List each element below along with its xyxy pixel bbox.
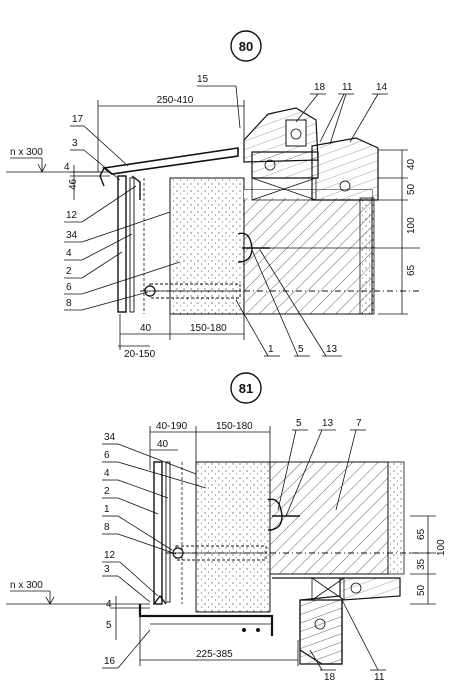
callout-16-81: 16 [104,656,116,667]
callout-3-81: 3 [104,564,110,575]
callouts-80: 15 18 11 14 17 3 12 34 4 2 6 8 1 [64,74,388,357]
rivet-1 [242,628,246,632]
insulation-block [169,177,245,315]
callout-8: 8 [66,298,72,309]
detail-81-number: 81 [239,381,253,396]
plaster-layer-81 [387,461,405,575]
dim-50-80: 50 [406,183,417,195]
level-arrow-81 [45,591,55,605]
callout-4-81: 4 [104,468,110,479]
lintel-angle [138,604,274,636]
detail-80-number-circle [230,30,262,62]
detail-81: 81 40-190 150-180 40 [6,372,447,683]
dim-65-81: 65 [416,528,427,540]
subframe [129,177,135,313]
callout-6-81: 6 [104,450,110,461]
callout-5-81: 5 [296,418,302,429]
callout-8-81: 8 [104,522,110,533]
window-frame [243,107,379,201]
plaster-layer [359,197,375,315]
insulation-block-81 [195,461,271,613]
callout-6: 6 [66,282,72,293]
callouts-81: 34 6 4 2 1 8 12 3 16 5 13 7 18 [102,418,386,683]
dim-40-bottom-80: 40 [140,323,152,334]
callout-4: 4 [66,248,72,259]
masonry-wall-81 [269,461,389,575]
callout-14: 14 [376,82,388,93]
sill-flashing [101,147,239,175]
callout-34-81: 34 [104,432,116,443]
window-frame-81 [272,577,401,665]
callout-34: 34 [66,230,78,241]
callout-11: 11 [342,82,353,93]
bracket-81 [153,594,167,605]
callout-12-81: 12 [104,550,116,561]
dim-225-385-81: 225-385 [196,649,233,660]
dim-65-80: 65 [406,264,417,276]
wall-gap [244,190,372,198]
callout-5: 5 [298,344,304,355]
masonry-wall [243,189,373,315]
dim-150-180-80: 150-180 [190,323,227,334]
callout-1-81: 1 [104,504,110,515]
callout-17: 17 [72,114,84,125]
dim-150-180-81: 150-180 [216,421,253,432]
callout-18: 18 [314,82,326,93]
callout-1: 1 [268,344,274,355]
detail-80-number: 80 [239,39,253,54]
facade-panel-81 [153,461,163,605]
dim-40-inner-81: 40 [157,439,169,450]
dim-250-410: 250-410 [157,95,194,106]
n-x-300-label-80: n x 300 [10,147,43,158]
callout-15: 15 [197,74,209,85]
callout-7-81: 7 [356,418,362,429]
level-arrow-80 [37,158,47,173]
callout-11-81: 11 [374,672,385,683]
rivet-2 [256,628,260,632]
callout-3: 3 [72,138,78,149]
callout-2: 2 [66,266,72,277]
facade-panel [117,175,127,313]
subframe-81 [165,461,171,603]
dim-4-80: 4 [64,162,70,173]
dim-35-81: 35 [416,558,427,570]
detail-80: 80 250-410 [6,30,420,360]
bracket-clip [131,175,141,200]
dim-20-150-80: 20-150 [124,349,156,360]
n-x-300-label-81: n x 300 [10,580,43,591]
detail-81-number-circle [230,372,262,404]
dim-5-81: 5 [106,620,112,631]
dim-40-190-81: 40-190 [156,421,188,432]
dim-100-81: 100 [436,539,447,556]
dim-46-80: 46 [68,178,79,190]
callout-13: 13 [326,344,338,355]
dim-4-81: 4 [106,599,112,610]
callout-12: 12 [66,210,78,221]
callout-18-81: 18 [324,672,336,683]
dim-50-81: 50 [416,584,427,596]
dim-100-80: 100 [406,217,417,234]
callout-2-81: 2 [104,486,110,497]
callout-13-81: 13 [322,418,334,429]
dim-40-80: 40 [406,158,417,170]
flashing-drip [99,167,105,187]
